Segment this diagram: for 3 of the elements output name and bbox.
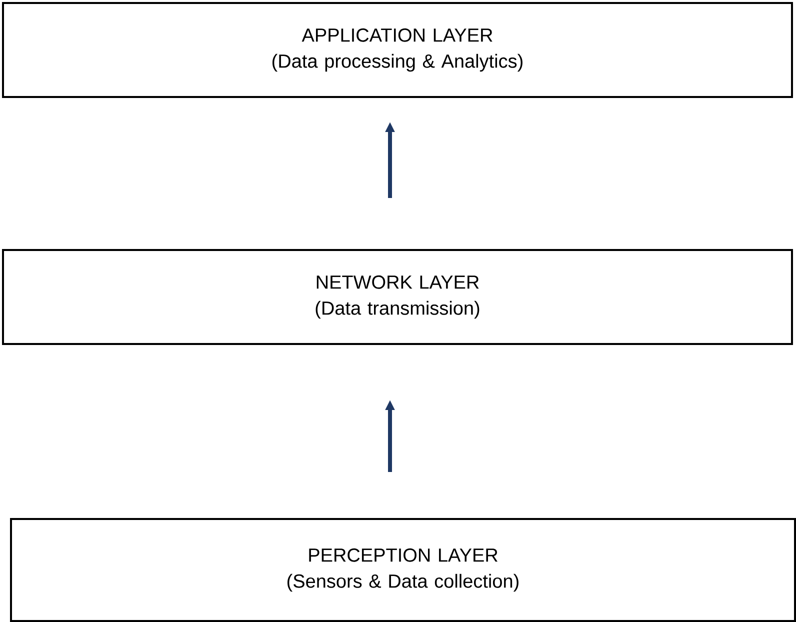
layer-box: PERCEPTION LAYER (Sensors & Data collection) [10,518,796,622]
layer-box: APPLICATION LAYER (Data processing & Analytics) [2,2,793,98]
layer-box: NETWORK LAYER (Data transmission) [2,249,793,345]
